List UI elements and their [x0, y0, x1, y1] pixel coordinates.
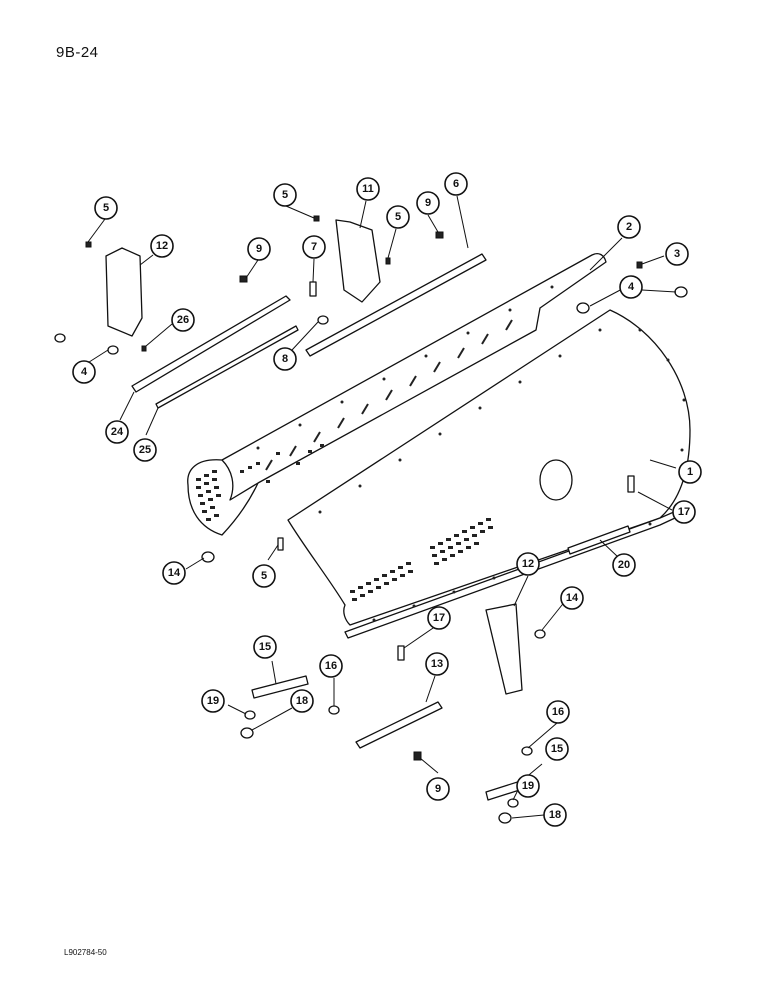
- leader-lines: [85, 195, 677, 819]
- callout-19a: 19: [201, 689, 225, 713]
- svg-text:12: 12: [522, 558, 534, 570]
- main-sheet-slots: [350, 518, 493, 601]
- svg-text:11: 11: [362, 183, 374, 195]
- callout-16a: 16: [319, 654, 343, 678]
- upper-concave-sheet: [187, 253, 607, 536]
- rod-6: [305, 253, 487, 357]
- callout-9a: 9: [247, 237, 271, 261]
- svg-text:16: 16: [552, 706, 564, 718]
- callout-24: 24: [105, 420, 129, 444]
- svg-text:16: 16: [325, 660, 337, 672]
- callout-7: 7: [302, 235, 326, 259]
- svg-text:18: 18: [549, 809, 561, 821]
- callout-5c: 5: [386, 205, 410, 229]
- callout-26: 26: [171, 308, 195, 332]
- callout-25: 25: [133, 438, 157, 462]
- callout-5b: 5: [273, 183, 297, 207]
- bracket-12-upper: [105, 247, 143, 337]
- page-number: 9B-24: [56, 44, 99, 61]
- plate-20: [567, 525, 631, 555]
- svg-text:13: 13: [431, 658, 443, 670]
- svg-text:5: 5: [261, 570, 267, 582]
- callout-16b: 16: [546, 700, 570, 724]
- svg-text:4: 4: [81, 366, 88, 378]
- strip-25: [155, 325, 299, 409]
- callout-6: 6: [444, 172, 468, 196]
- upper-sheet-perforations: [196, 444, 324, 521]
- main-concave-sheet: [287, 309, 691, 639]
- svg-text:20: 20: [618, 559, 630, 571]
- callout-5d: 5: [252, 564, 276, 588]
- callout-4b: 4: [72, 360, 96, 384]
- callout-5a: 5: [94, 196, 118, 220]
- callout-1: 1: [678, 460, 702, 484]
- svg-text:6: 6: [453, 178, 459, 190]
- bracket-12-lower: [485, 603, 523, 695]
- bracket-11: [335, 219, 381, 303]
- svg-text:3: 3: [674, 248, 680, 260]
- callout-17b: 17: [427, 606, 451, 630]
- callout-18b: 18: [543, 803, 567, 827]
- svg-text:9: 9: [256, 243, 262, 255]
- callout-14a: 14: [162, 561, 186, 585]
- callout-20: 20: [612, 553, 636, 577]
- callout-2: 2: [617, 215, 641, 239]
- svg-text:5: 5: [282, 189, 288, 201]
- svg-text:5: 5: [103, 202, 109, 214]
- svg-text:8: 8: [282, 353, 288, 365]
- callout-14b: 14: [560, 586, 584, 610]
- svg-text:17: 17: [678, 506, 690, 518]
- callout-19b: 19: [516, 774, 540, 798]
- hardware: [54, 215, 688, 824]
- callout-9c: 9: [426, 777, 450, 801]
- svg-text:19: 19: [207, 695, 219, 707]
- callout-11: 11: [356, 177, 380, 201]
- svg-text:14: 14: [168, 567, 181, 579]
- svg-text:9: 9: [425, 197, 431, 209]
- svg-text:5: 5: [395, 211, 401, 223]
- svg-text:12: 12: [156, 240, 168, 252]
- bar-13: [355, 701, 443, 749]
- callout-15a: 15: [253, 635, 277, 659]
- svg-text:18: 18: [296, 695, 308, 707]
- svg-text:26: 26: [177, 314, 189, 326]
- callout-12a: 12: [150, 234, 174, 258]
- plate-15-left: [251, 675, 309, 699]
- callout-8: 8: [273, 347, 297, 371]
- svg-text:2: 2: [626, 221, 632, 233]
- svg-text:19: 19: [522, 780, 534, 792]
- svg-text:14: 14: [566, 592, 579, 604]
- rod-24: [131, 295, 291, 393]
- svg-text:15: 15: [259, 641, 271, 653]
- svg-text:24: 24: [111, 426, 124, 438]
- svg-text:1: 1: [687, 466, 693, 478]
- svg-text:17: 17: [433, 612, 445, 624]
- svg-text:4: 4: [628, 281, 635, 293]
- upper-sheet-edge-holes: [256, 285, 554, 450]
- callout-12b: 12: [516, 552, 540, 576]
- upper-sheet-louvres: [265, 319, 513, 471]
- callout-3: 3: [665, 242, 689, 266]
- callout-9b: 9: [416, 191, 440, 215]
- svg-text:9: 9: [435, 783, 441, 795]
- callout-17a: 17: [672, 500, 696, 524]
- figure-code: L902784-50: [64, 948, 107, 957]
- svg-text:7: 7: [311, 241, 317, 253]
- svg-text:15: 15: [551, 743, 563, 755]
- callout-4a: 4: [619, 275, 643, 299]
- callout-13: 13: [425, 652, 449, 676]
- svg-text:25: 25: [139, 444, 151, 456]
- callout-18a: 18: [290, 689, 314, 713]
- callout-15b: 15: [545, 737, 569, 761]
